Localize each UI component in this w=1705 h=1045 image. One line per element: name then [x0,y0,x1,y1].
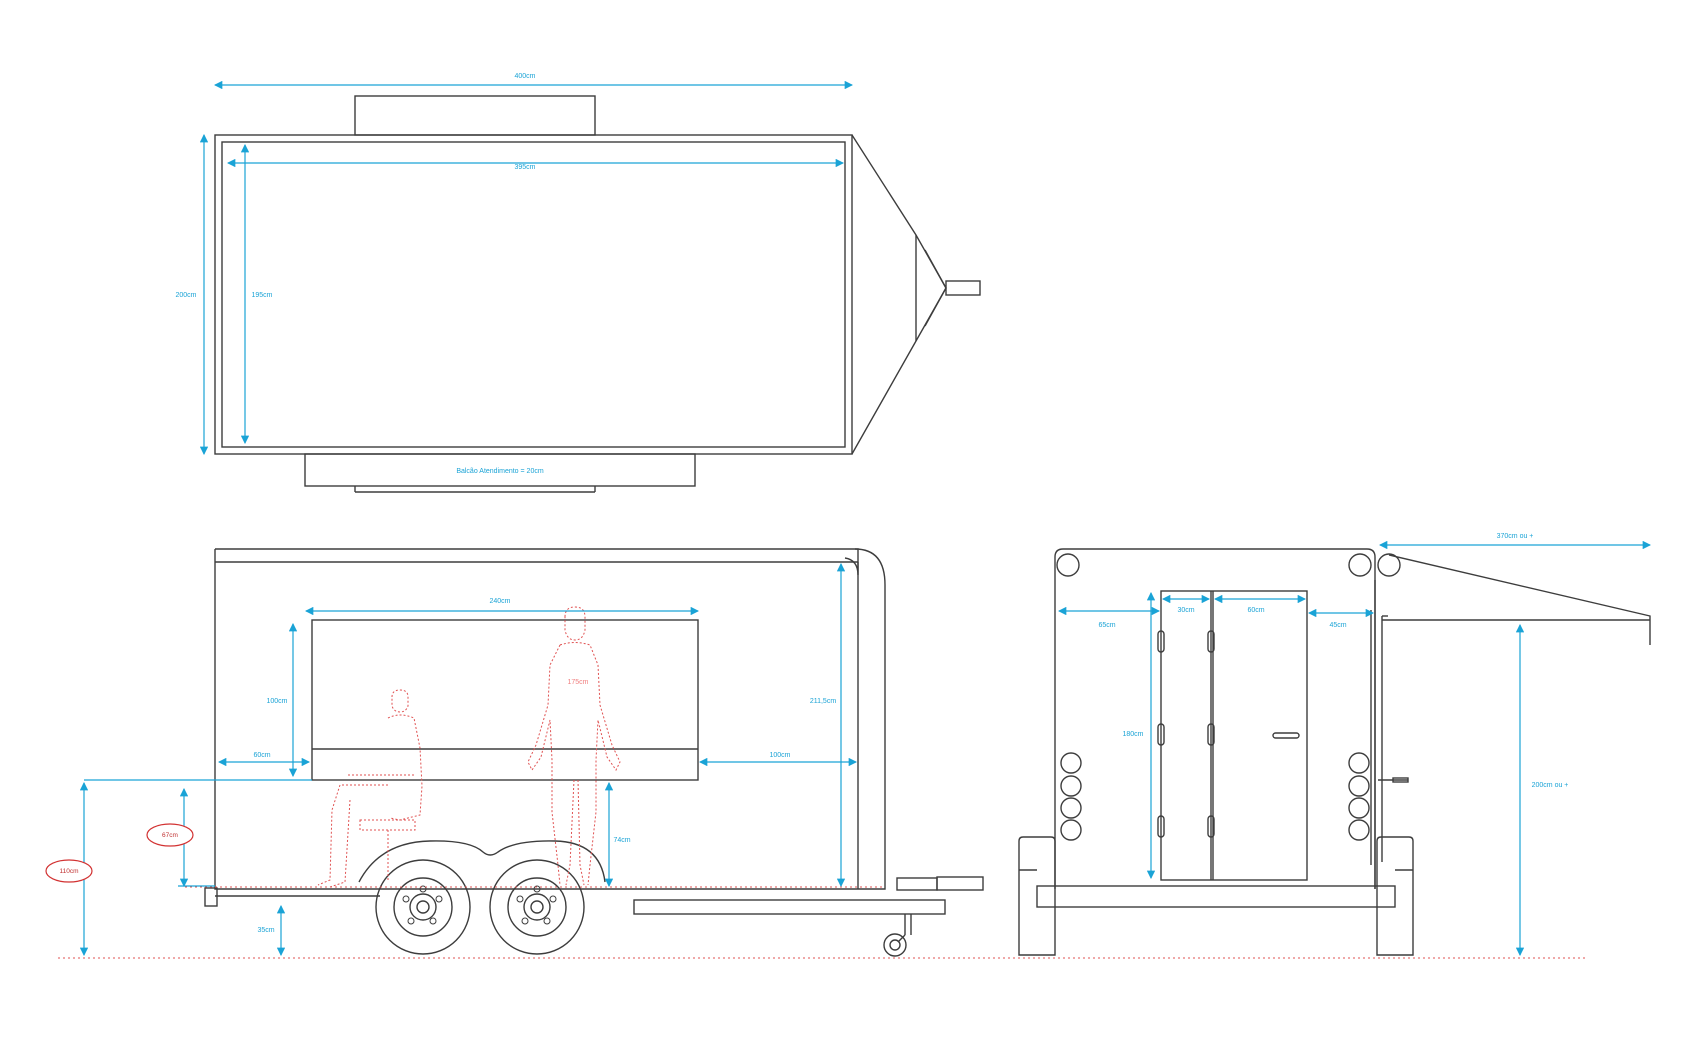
dim-total-length: 400cm [514,73,535,80]
side-hitch [936,876,984,891]
dim-total-width: 200cm [175,292,196,299]
dim-seat-height: 67cm [162,832,178,839]
side-drawbar [633,899,946,915]
top-body-outer [214,134,853,455]
dim-ground-clearance: 35cm [257,927,274,934]
side-wheel-rear [489,859,585,955]
dim-front-gap: 60cm [253,752,270,759]
counter-height-callout [45,859,93,883]
dim-counter: Balcão Atendimento = 20cm [456,468,544,475]
top-body-inner [221,141,846,448]
rear-wheel-right [1376,836,1414,956]
rear-wheel-left [1018,836,1056,956]
rear-lights-left [1060,752,1082,841]
dim-interior-height: 211,5cm [810,698,836,705]
dim-window-height: 100cm [266,698,287,705]
dim-floor-to-window: 74cm [613,837,630,844]
awning [1388,554,1651,645]
rear-body-outline [1054,548,1376,889]
dim-awning-length: 370cm ou + [1497,533,1534,540]
door-handle [1272,732,1300,739]
side-fender [358,840,606,883]
top-hitch [945,280,981,296]
side-service-window [311,619,699,781]
rear-light-top-left [1056,553,1080,577]
top-roof-extension [354,95,596,136]
rear-view: 65cm 30cm 60cm 45cm 180cm 370cm ou + 200… [1018,533,1652,957]
person-height-label: 175cm [567,679,588,686]
dim-right-margin: 45cm [1329,622,1346,629]
rear-bumper [1036,885,1396,908]
dim-door-left: 30cm [1177,607,1194,614]
hinge [1157,723,1165,746]
top-towbar [851,134,947,455]
rear-door-frame [1160,590,1308,881]
dim-awning-height: 200cm ou + [1532,782,1569,789]
rear-light-top-right [1348,553,1372,577]
hinge [1157,815,1165,838]
hinge [1157,630,1165,653]
dim-left-margin: 65cm [1098,622,1115,629]
dim-door-height: 180cm [1122,731,1143,738]
standing-figure [527,606,621,886]
seated-figure [317,689,423,888]
dim-door-right: 60cm [1247,607,1264,614]
dim-window-width: 240cm [489,598,510,605]
hinge [1207,815,1215,838]
dim-interior-width: 195cm [251,292,272,299]
top-service-counter [304,453,696,487]
hinge [1207,723,1215,746]
seat-height-callout [146,823,194,847]
side-wheel-front [375,859,471,955]
dim-counter-height: 110cm [59,868,78,875]
dim-interior-length: 395cm [514,164,535,171]
rear-lights-right [1348,752,1370,841]
side-view: 175cm 240cm 100cm 60cm 100cm 211,5cm 74c… [45,548,1585,959]
dim-rear-gap: 100cm [769,752,790,759]
side-body-outline [214,548,886,890]
hinge [1207,630,1215,653]
side-jockey-wheel [883,933,907,957]
awning-roller [1377,553,1401,577]
top-view: 400cm 395cm 200cm 195cm Balcão Atendimen… [175,73,981,493]
